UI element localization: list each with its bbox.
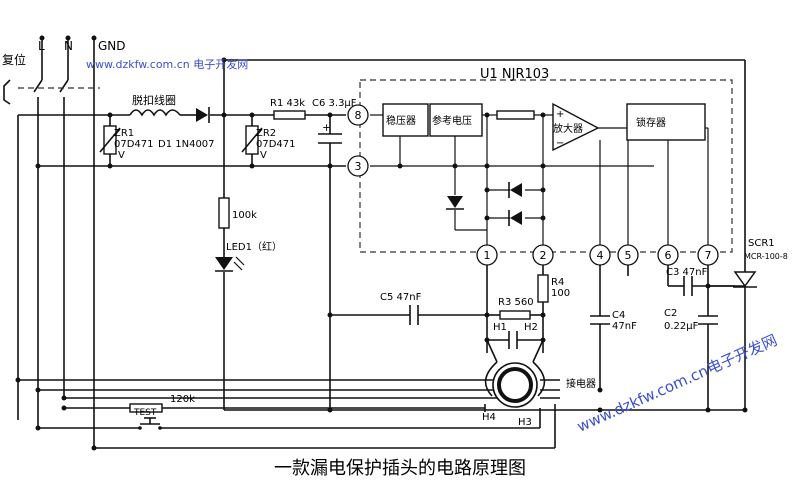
varistor-zr2 xyxy=(241,125,263,155)
label-pin-5: 5 xyxy=(625,249,632,262)
label-latch: 锁存器 xyxy=(636,116,666,129)
block-reference xyxy=(429,103,483,137)
page-title: 一款漏电保护插头的电路原理图 xyxy=(274,458,526,479)
diode-bridge-top xyxy=(508,182,522,198)
label-r3: R3 560 xyxy=(498,297,534,308)
label-pin-8: 8 xyxy=(355,109,362,122)
ic-pin-3 xyxy=(347,155,369,177)
label-trip-coil: 脱扣线圈 xyxy=(132,93,176,107)
label-scr1-part: MCR-100-8 xyxy=(744,252,788,261)
label-pin-6: 6 xyxy=(665,249,672,262)
labels: L N GND 复位 脱扣线圈 ZR1 07D471 V D1 1N4007 R… xyxy=(2,39,788,479)
led1 xyxy=(215,256,245,272)
label-scr1-name: SCR1 xyxy=(748,238,775,249)
label-r4-value: 100 xyxy=(551,288,570,299)
label-pin-3: 3 xyxy=(355,160,362,173)
capacitor-c4 xyxy=(590,315,610,325)
label-h4: H4 xyxy=(482,412,496,423)
label-r-led: 100k xyxy=(232,210,257,221)
label-zr1-name: ZR1 xyxy=(114,128,134,139)
label-c5: C5 47nF xyxy=(380,292,422,303)
label-zr1-v: V xyxy=(118,150,125,161)
label-zr1-part: 07D471 xyxy=(114,139,154,150)
label-c2-name: C2 xyxy=(664,308,677,319)
block-latch xyxy=(626,103,706,141)
label-test: TEST xyxy=(133,408,157,418)
label-c6-plus: + xyxy=(322,121,331,134)
watermark-diagonal-cn: 电子开发网 xyxy=(704,331,780,378)
label-n: N xyxy=(64,39,73,53)
capacitor-h1h2 xyxy=(508,331,518,349)
resistor-120k xyxy=(129,403,163,413)
capacitor-c5 xyxy=(409,305,419,325)
block-regulator xyxy=(382,103,429,137)
wires xyxy=(17,38,746,449)
label-pin-4: 4 xyxy=(597,249,604,262)
label-h2: H2 xyxy=(524,322,538,333)
label-reference: 参考电压 xyxy=(432,114,472,127)
test-button[interactable] xyxy=(138,417,162,430)
capacitor-c2 xyxy=(698,315,718,325)
label-c4-value: 47nF xyxy=(612,321,637,332)
diode-internal-zener xyxy=(446,196,464,210)
label-c6: C6 3.3μF xyxy=(312,98,357,109)
block-amplifier xyxy=(552,102,600,152)
ic-pin-8 xyxy=(347,104,369,126)
label-pin-1: 1 xyxy=(484,249,491,262)
resistor-r1 xyxy=(273,110,306,120)
label-zr2-part: 07D471 xyxy=(256,139,296,150)
label-led1: LED1（红） xyxy=(226,240,282,253)
label-l: L xyxy=(38,39,45,53)
label-ic-name: U1 NJR103 xyxy=(480,67,549,82)
label-zr2-name: ZR2 xyxy=(256,128,276,139)
label-ct: 接电器 xyxy=(566,377,596,390)
label-regulator: 稳压器 xyxy=(386,114,416,127)
label-pin-7: 7 xyxy=(705,249,712,262)
label-h1: H1 xyxy=(493,322,507,333)
label-r1: R1 43k xyxy=(270,98,305,109)
capacitor-c6 xyxy=(318,133,342,144)
diode-d1 xyxy=(196,107,210,123)
watermark-diagonal-url: www.dzkfw.com.cn xyxy=(574,362,711,436)
resistor-internal xyxy=(496,110,535,120)
resistor-r3 xyxy=(499,310,531,320)
label-amp-minus: − xyxy=(556,138,564,149)
label-r-test: 120k xyxy=(170,394,195,405)
label-zr2-v: V xyxy=(260,150,267,161)
ic-pin-4 xyxy=(589,244,611,266)
label-amplifier: 放大器 xyxy=(553,122,583,135)
resistor-r4 xyxy=(537,274,549,303)
scr1 xyxy=(733,271,757,292)
junction-dots xyxy=(15,35,748,451)
watermark-top: www.dzkfw.com.cn 电子开发网 xyxy=(86,57,248,71)
ic-pin-7 xyxy=(697,244,719,266)
ic-pin-5 xyxy=(617,244,639,266)
label-r4-name: R4 xyxy=(551,277,564,288)
label-c2-value: 0.22μF xyxy=(664,321,699,332)
varistor-zr1 xyxy=(99,125,121,155)
ic-pins xyxy=(347,104,719,266)
label-c4-name: C4 xyxy=(612,310,625,321)
ic-pin-6 xyxy=(657,244,679,266)
label-c3: C3 47nF xyxy=(666,267,708,278)
resistor-100k xyxy=(218,197,230,229)
label-reset: 复位 xyxy=(2,52,26,67)
label-h3: H3 xyxy=(518,417,532,428)
trip-coil xyxy=(129,109,181,117)
label-amp-plus: + xyxy=(556,109,564,120)
capacitor-c3 xyxy=(683,276,693,296)
diode-bridge-bottom xyxy=(508,210,522,226)
ic-pin-1 xyxy=(476,244,498,266)
label-gnd: GND xyxy=(98,39,126,53)
label-d1: D1 1N4007 xyxy=(158,139,215,150)
ic-pin-2 xyxy=(532,244,554,266)
label-pin-2: 2 xyxy=(540,249,547,262)
reset-contact[interactable] xyxy=(3,79,11,105)
current-transformer xyxy=(484,361,546,412)
